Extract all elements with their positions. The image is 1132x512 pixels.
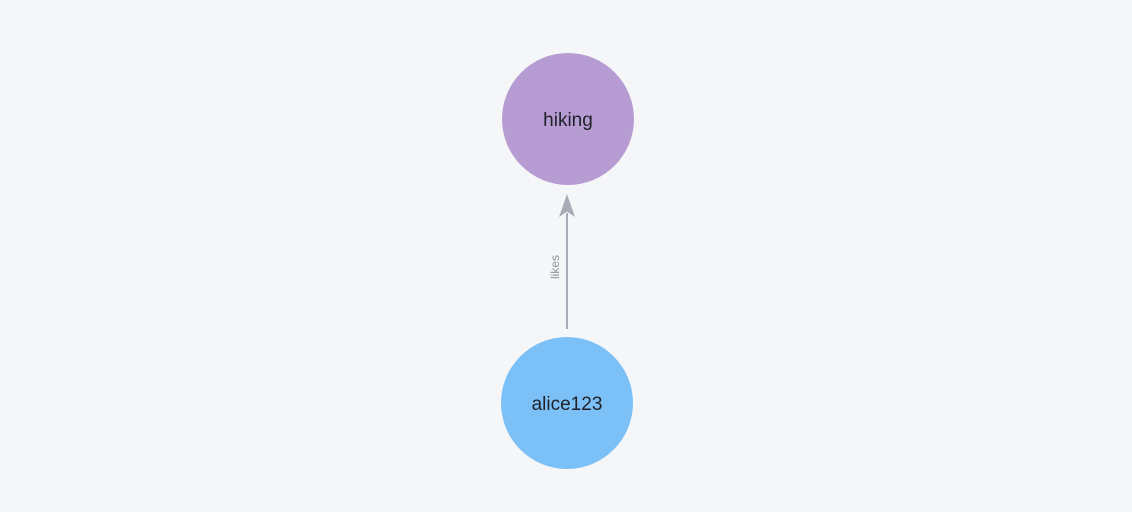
node-alice123-circle[interactable] — [501, 337, 633, 469]
node-hiking[interactable]: hiking — [502, 53, 634, 185]
node-alice123[interactable]: alice123 — [501, 337, 633, 469]
node-hiking-circle[interactable] — [502, 53, 634, 185]
edge-arrowhead-icon — [559, 194, 575, 217]
